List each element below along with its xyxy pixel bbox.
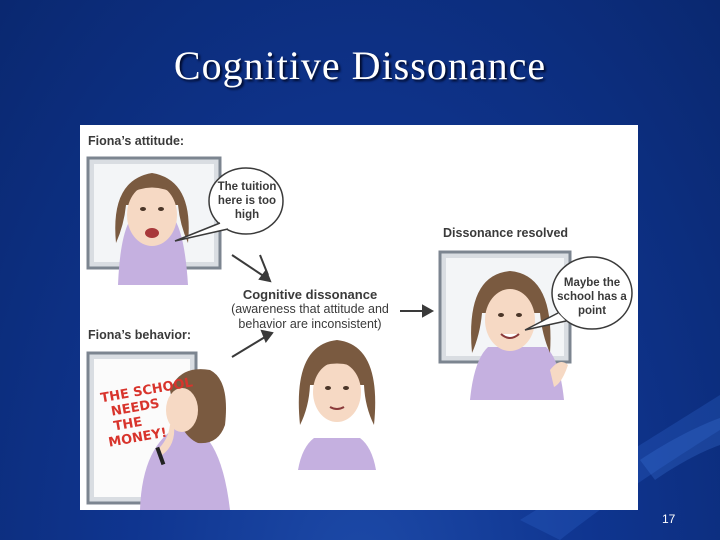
behavior-label: Fiona’s behavior: xyxy=(88,328,191,342)
fiona-attitude-figure xyxy=(115,173,189,285)
center-title: Cognitive dissonance xyxy=(219,287,401,302)
attitude-bubble-text: The tuition here is too high xyxy=(212,180,282,222)
cognitive-dissonance-text: Cognitive dissonance (awareness that att… xyxy=(219,287,401,332)
arrow-to-resolved xyxy=(400,306,432,316)
attitude-label: Fiona’s attitude: xyxy=(88,134,184,148)
arrow-behavior-up xyxy=(232,331,272,357)
fiona-dissonance-figure xyxy=(298,340,376,470)
resolved-bubble-text: Maybe the school has a point xyxy=(552,276,632,318)
page-number: 17 xyxy=(662,512,675,526)
diagram-panel: Fiona’s attitude: The tuition here is to… xyxy=(80,125,638,510)
slide-title: Cognitive Dissonance xyxy=(0,42,720,89)
resolved-label: Dissonance resolved xyxy=(443,226,568,240)
